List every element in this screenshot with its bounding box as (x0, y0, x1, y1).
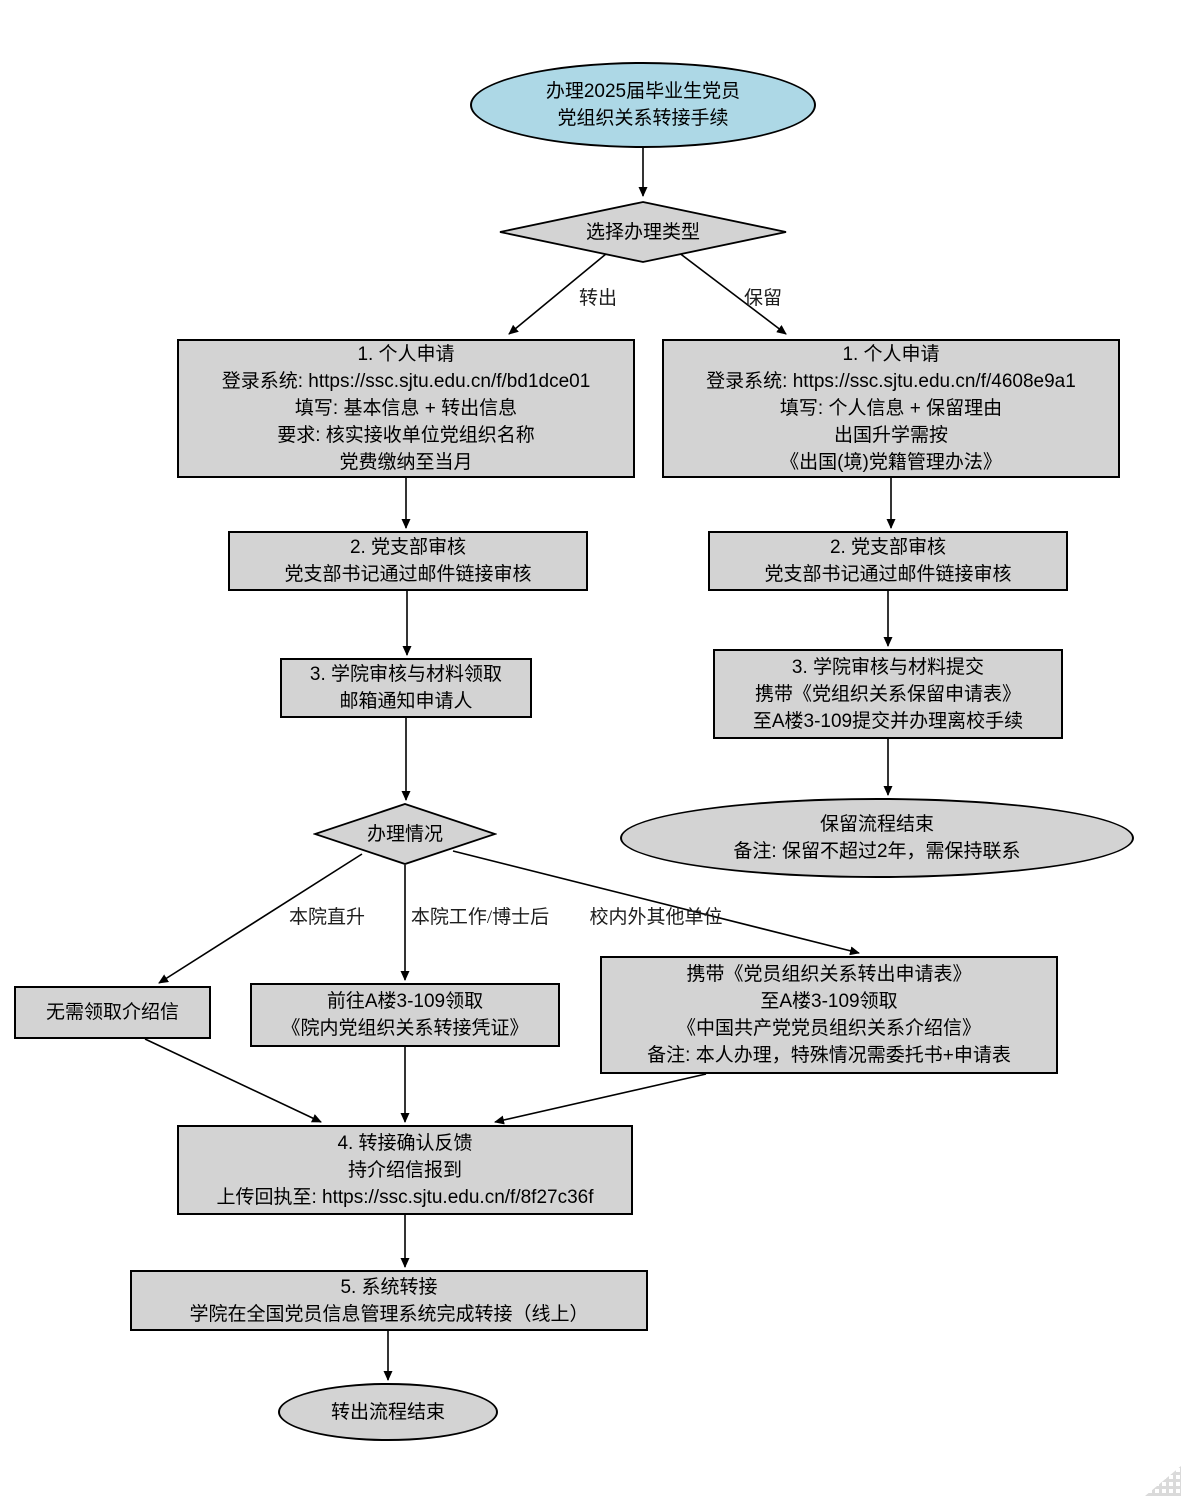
node-transfer-step3: 3. 学院审核与材料领取 邮箱通知申请人 (280, 658, 532, 718)
node-retain-end-line: 保留流程结束 (819, 814, 934, 835)
node-decision-case: 办理情况 (313, 803, 497, 865)
node-transfer-end-line: 转出流程结束 (330, 1401, 445, 1423)
node-retain-step1-line: 1. 个人申请 (842, 344, 940, 365)
node-retain-end: 保留流程结束 备注: 保留不超过2年，需保持联系 (620, 798, 1134, 878)
node-retain-step2-line: 党支部书记通过邮件链接审核 (764, 564, 1012, 585)
node-transfer-step4-line: 4. 转接确认反馈 (337, 1132, 473, 1154)
node-transfer-step2-line: 2. 党支部审核 (349, 537, 467, 558)
node-retain-step3-line: 携带《党组织关系保留申请表》 (754, 683, 1021, 705)
node-case-other: 携带《党员组织关系转出申请表》 至A楼3-109领取 《中国共产党党员组织关系介… (600, 956, 1058, 1074)
node-retain-step3-line: 3. 学院审核与材料提交 (791, 656, 985, 678)
node-transfer-step3-line: 3. 学院审核与材料领取 (309, 664, 503, 685)
node-transfer-step1-line: 1. 个人申请 (357, 344, 455, 365)
node-transfer-step3-line: 邮箱通知申请人 (339, 691, 473, 712)
edge-label-transfer: 转出 (578, 288, 617, 309)
node-start: 办理2025届毕业生党员 党组织关系转接手续 (470, 62, 816, 148)
node-case-direct: 无需领取介绍信 (14, 986, 211, 1039)
node-start-line: 办理2025届毕业生党员 (545, 81, 741, 102)
node-retain-step3: 3. 学院审核与材料提交 携带《党组织关系保留申请表》 至A楼3-109提交并办… (713, 649, 1063, 739)
node-transfer-step1-line: 党费缴纳至当月 (339, 452, 473, 473)
node-decision-type: 选择办理类型 (498, 201, 788, 263)
node-transfer-step5-line: 学院在全国党员信息管理系统完成转接（线上） (189, 1303, 589, 1325)
edge-other-to-transfer4 (494, 1073, 707, 1125)
node-retain-step1: 1. 个人申请 登录系统: https://ssc.sjtu.edu.cn/f/… (662, 339, 1120, 478)
node-transfer-step5-line: 5. 系统转接 (340, 1276, 438, 1298)
node-retain-step1-line: 填写: 个人信息 + 保留理由 (779, 398, 1003, 419)
node-case-internal-line: 《院内党组织关系转接凭证》 (281, 1018, 529, 1039)
diamond-shape (499, 201, 787, 263)
edge-label-other: 校内外其他单位 (589, 907, 723, 928)
node-case-internal-line: 前往A楼3-109领取 (326, 991, 484, 1012)
node-retain-step1-line: 登录系统: https://ssc.sjtu.edu.cn/f/4608e9a1 (706, 371, 1076, 392)
node-case-internal: 前往A楼3-109领取 《院内党组织关系转接凭证》 (250, 983, 560, 1047)
corner-watermark (1145, 1466, 1181, 1496)
node-transfer-step1: 1. 个人申请 登录系统: https://ssc.sjtu.edu.cn/f/… (177, 339, 635, 478)
node-transfer-step4-line: 上传回执至: https://ssc.sjtu.edu.cn/f/8f27c36… (216, 1186, 594, 1208)
node-transfer-end: 转出流程结束 (278, 1383, 498, 1441)
node-case-other-line: 《中国共产党党员组织关系介绍信》 (676, 1018, 981, 1039)
node-transfer-step1-line: 要求: 核实接收单位党组织名称 (277, 425, 535, 446)
node-transfer-step4: 4. 转接确认反馈 持介绍信报到 上传回执至: https://ssc.sjtu… (177, 1125, 633, 1215)
node-transfer-step4-line: 持介绍信报到 (347, 1159, 462, 1181)
node-transfer-step1-line: 填写: 基本信息 + 转出信息 (294, 398, 518, 419)
node-transfer-step5: 5. 系统转接 学院在全国党员信息管理系统完成转接（线上） (130, 1270, 648, 1331)
node-transfer-step2-line: 党支部书记通过邮件链接审核 (284, 564, 532, 585)
edge-label-internal: 本院工作/博士后 (410, 907, 550, 928)
edge-label-direct: 本院直升 (288, 907, 365, 928)
node-case-other-line: 至A楼3-109领取 (760, 991, 898, 1012)
node-case-direct-line: 无需领取介绍信 (45, 1002, 179, 1023)
node-retain-step2-line: 2. 党支部审核 (829, 537, 947, 558)
node-retain-end-line: 备注: 保留不超过2年，需保持联系 (733, 841, 1021, 862)
node-transfer-step1-line: 登录系统: https://ssc.sjtu.edu.cn/f/bd1dce01 (221, 371, 591, 392)
node-retain-step1-line: 《出国(境)党籍管理办法》 (780, 452, 1002, 473)
node-retain-step2: 2. 党支部审核 党支部书记通过邮件链接审核 (708, 531, 1068, 591)
node-decision-type-label: 选择办理类型 (585, 221, 700, 243)
node-start-line: 党组织关系转接手续 (557, 108, 729, 129)
node-case-other-line: 携带《党员组织关系转出申请表》 (686, 964, 972, 985)
node-transfer-step2: 2. 党支部审核 党支部书记通过邮件链接审核 (228, 531, 588, 591)
node-retain-step3-line: 至A楼3-109提交并办理离校手续 (752, 710, 1024, 732)
edge-direct-to-transfer4 (144, 1038, 322, 1123)
node-case-other-line: 备注: 本人办理，特殊情况需委托书+申请表 (647, 1045, 1011, 1066)
edge-label-retain: 保留 (743, 288, 782, 309)
diamond-shape (313, 803, 497, 865)
node-decision-case-label: 办理情况 (366, 823, 443, 845)
node-retain-step1-line: 出国升学需按 (833, 425, 948, 446)
